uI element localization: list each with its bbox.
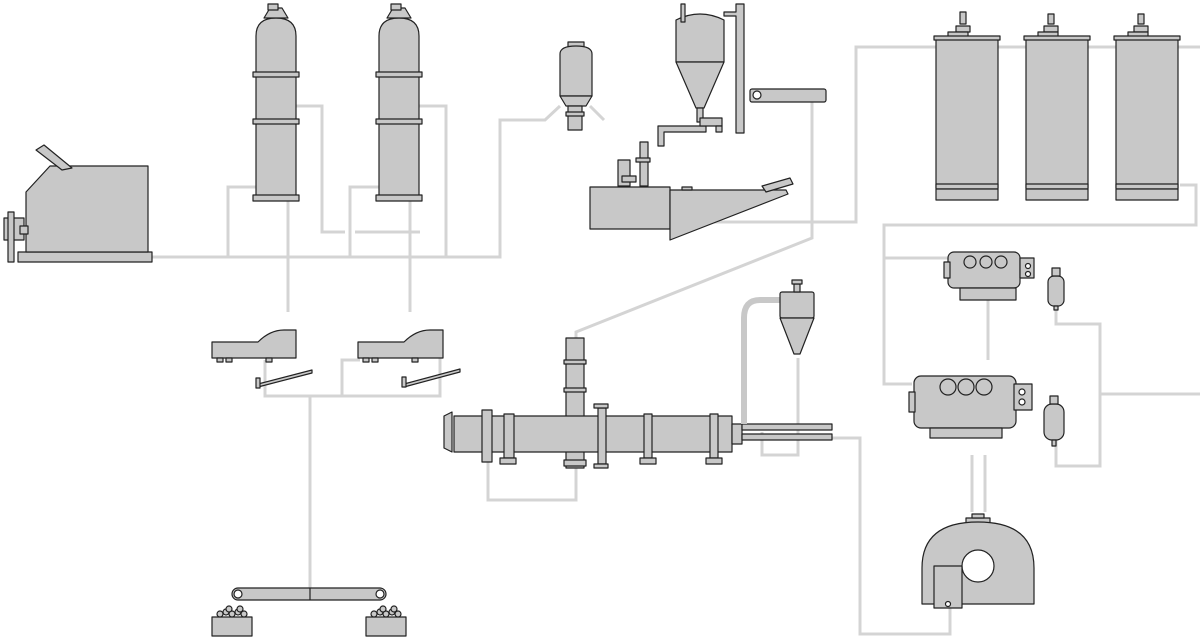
pipe-motor1-right xyxy=(1054,310,1102,468)
crusher xyxy=(3,144,153,263)
filter-press-2 xyxy=(357,329,461,388)
pipe-cyclone-down xyxy=(760,358,800,457)
pipe-column1-side xyxy=(296,104,345,234)
tower-column-1 xyxy=(252,3,300,202)
belt-conveyor-top xyxy=(749,88,827,103)
pipe-kiln-out xyxy=(832,436,952,636)
product-bin-2 xyxy=(365,605,407,637)
pipe-crusher-main xyxy=(152,104,562,259)
cyclone-separator xyxy=(741,279,815,424)
funnel-tank xyxy=(559,41,593,131)
pump-housing xyxy=(921,513,1035,609)
rotary-kiln xyxy=(443,337,833,469)
hopper-silo xyxy=(657,3,745,147)
motor-unit-2 xyxy=(908,375,1065,447)
pipe-tanks-bottom xyxy=(882,183,1198,386)
storage-tank-2 xyxy=(1023,13,1091,201)
product-bin-1 xyxy=(211,605,253,637)
pipe-kiln-under xyxy=(486,452,578,502)
pellets-1 xyxy=(216,605,248,618)
tower-column-2 xyxy=(375,3,423,202)
pipe-column1-bottom xyxy=(226,185,256,257)
belt-conveyor-bottom xyxy=(231,587,387,601)
storage-tank-3 xyxy=(1113,13,1181,201)
pipe-funnel-right xyxy=(588,104,606,122)
pipe-filter-link xyxy=(342,358,442,398)
pipe-column2-side xyxy=(418,104,448,257)
storage-tank-1 xyxy=(933,11,1001,201)
motor-unit-1 xyxy=(943,251,1065,311)
pipe-column2-bottom xyxy=(348,185,380,257)
pellets-2 xyxy=(370,605,402,618)
reactor-vessel xyxy=(589,141,794,241)
filter-press-1 xyxy=(211,329,313,389)
pipe-conveyor-down xyxy=(574,100,814,430)
